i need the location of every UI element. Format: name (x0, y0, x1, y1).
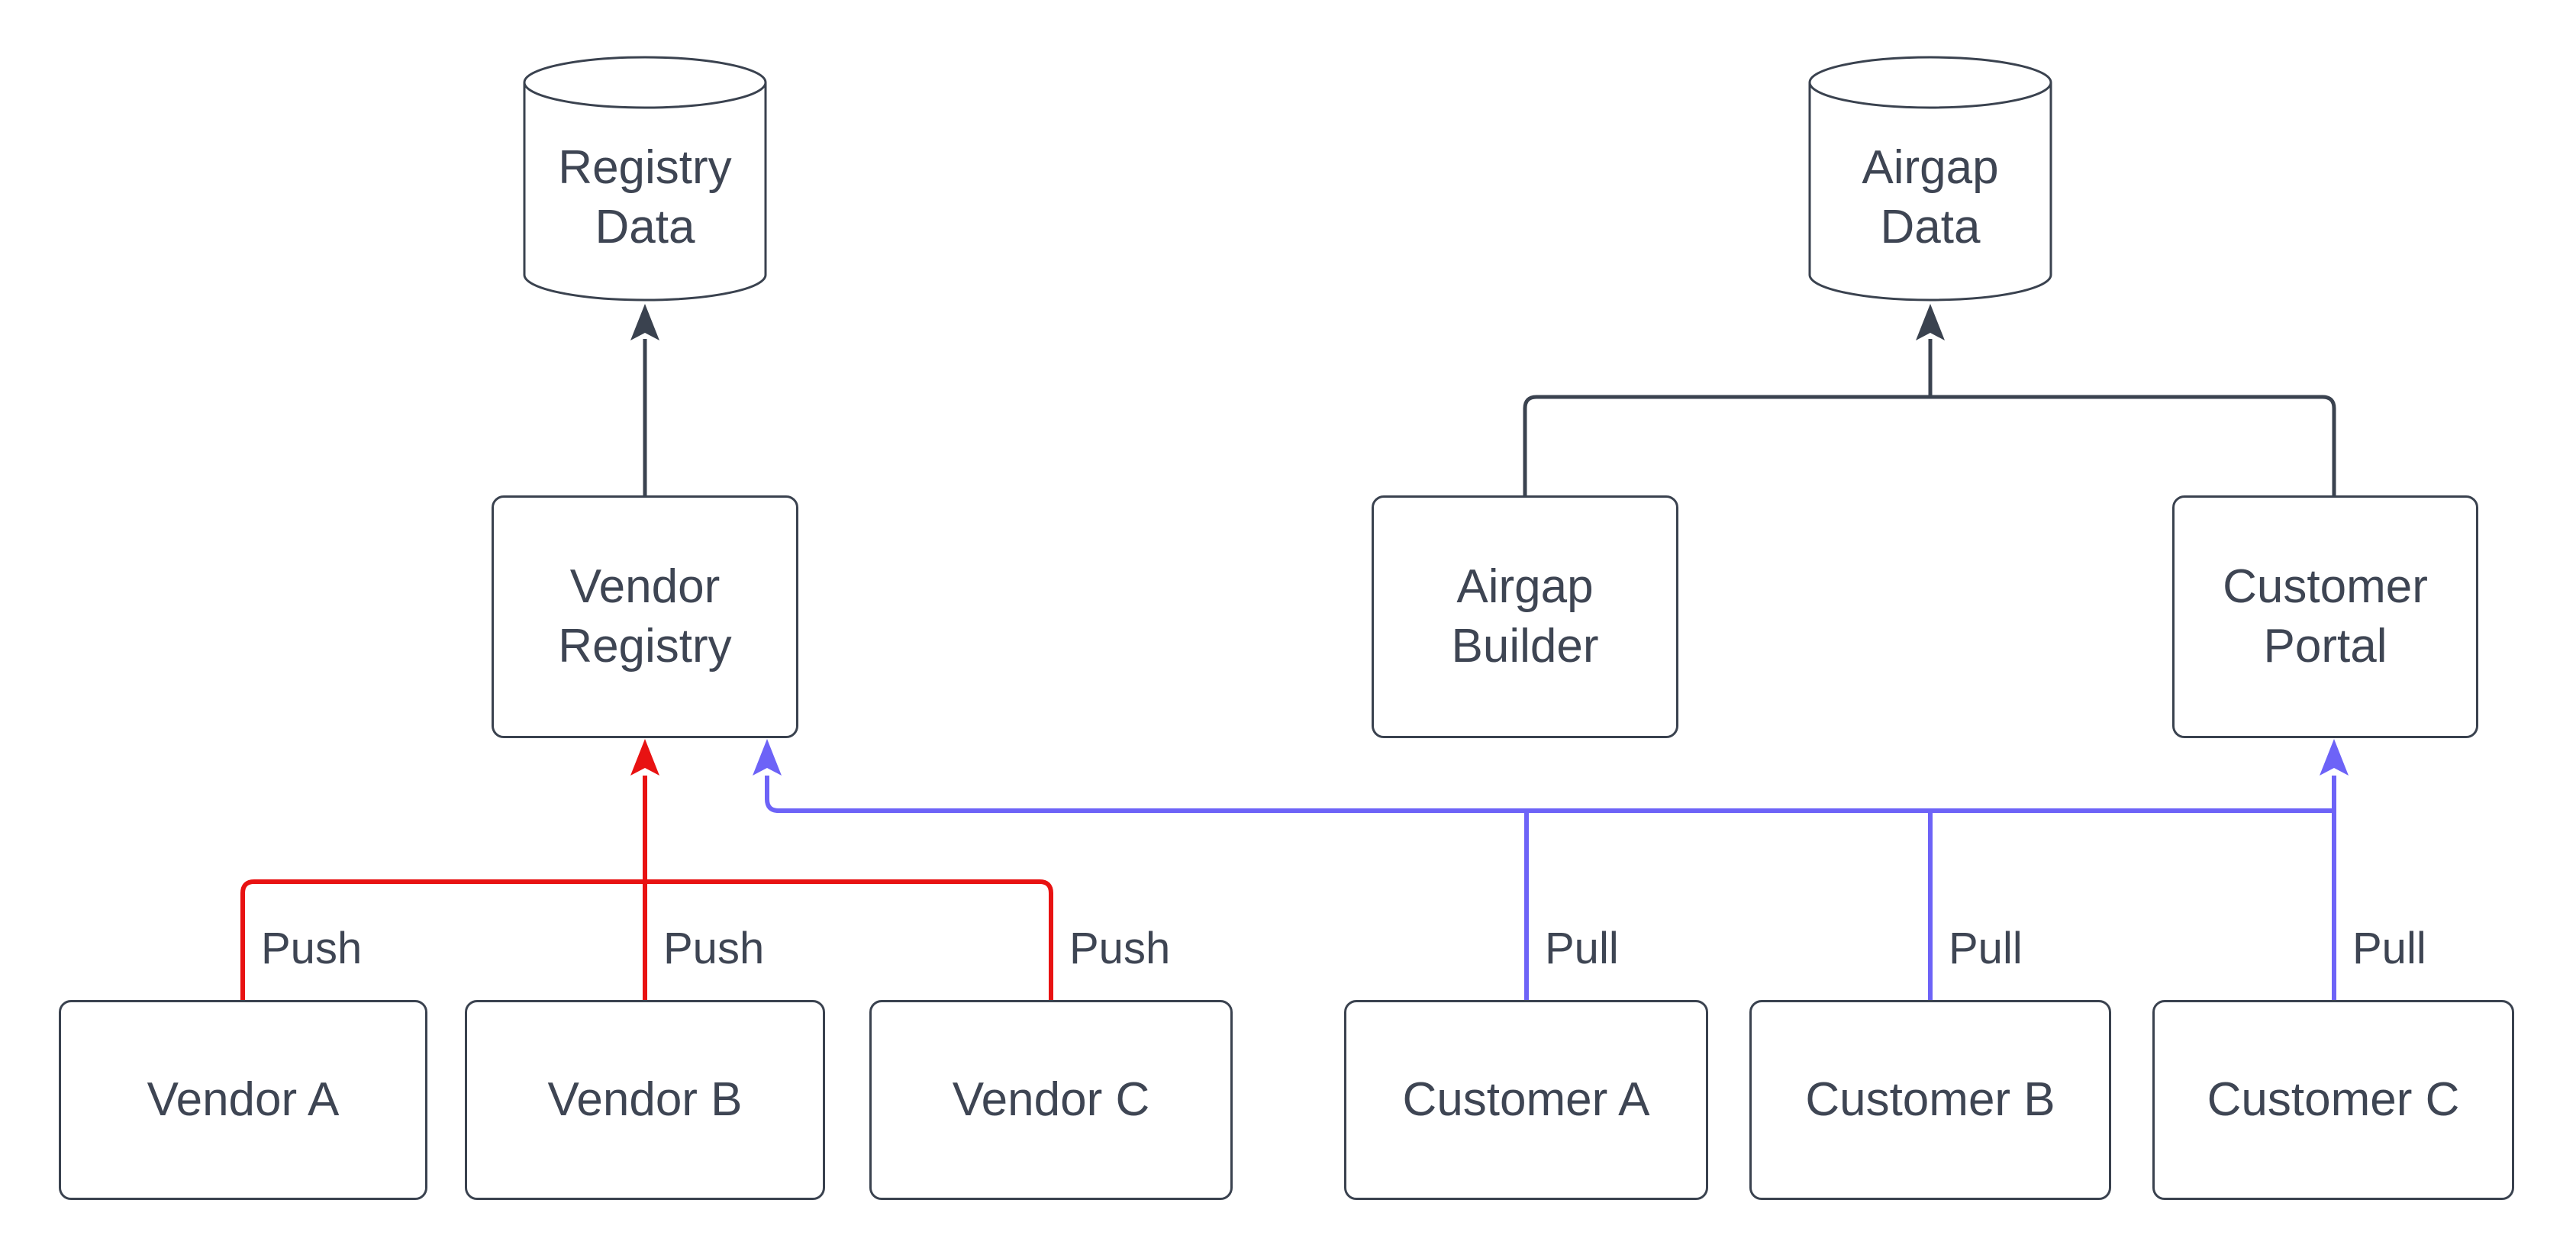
edge-builder-portal-trunk-line (1523, 395, 2336, 495)
node-label: Vendor C (952, 1073, 1150, 1126)
node-label: Airgap Data (1862, 141, 1999, 253)
arrowhead-push-vendor-registry-icon (630, 739, 659, 776)
node-vendor-b: Vendor B (465, 1000, 825, 1200)
node-customer-b: Customer B (1749, 1000, 2111, 1200)
node-registry-data: Registry Data (523, 56, 767, 302)
node-label: Vendor A (147, 1073, 340, 1126)
arrowhead-pull-customer-portal-icon (2320, 739, 2349, 776)
node-airgap-builder: Airgap Builder (1372, 495, 1678, 738)
node-label: Vendor B (547, 1073, 743, 1126)
node-label: Registry Data (558, 141, 732, 253)
edge-label-push-vendor-c: Push (1069, 924, 1171, 973)
node-vendor-registry: Vendor Registry (492, 495, 798, 738)
node-label: Airgap Builder (1451, 560, 1599, 673)
node-vendor-c: Vendor C (869, 1000, 1233, 1200)
edge-label-push-vendor-a: Push (261, 924, 363, 973)
arrowhead-airgap-data-icon (1916, 304, 1945, 340)
node-label: Customer Portal (2223, 560, 2428, 673)
node-label: Customer A (1402, 1073, 1650, 1126)
node-vendor-a: Vendor A (59, 1000, 427, 1200)
node-airgap-data: Airgap Data (1808, 56, 2052, 302)
cylinder-shape-icon (523, 56, 767, 302)
edge-label-pull-customer-c: Pull (2352, 924, 2426, 973)
cylinder-shape-icon (1808, 56, 2052, 302)
node-customer-portal: Customer Portal (2172, 495, 2478, 738)
edge-label-pull-customer-b: Pull (1949, 924, 2023, 973)
edge-label-pull-customer-a: Pull (1545, 924, 1619, 973)
arrowhead-pull-vendor-registry-icon (753, 739, 782, 776)
arrowhead-registry-data-icon (630, 304, 659, 340)
node-customer-a: Customer A (1344, 1000, 1708, 1200)
node-customer-c: Customer C (2152, 1000, 2514, 1200)
node-label: Customer B (1805, 1073, 2055, 1126)
node-label: Vendor Registry (558, 560, 732, 673)
edge-pull-trunk-line (765, 776, 2334, 813)
node-label: Customer C (2207, 1073, 2460, 1126)
edge-label-push-vendor-b: Push (663, 924, 765, 973)
